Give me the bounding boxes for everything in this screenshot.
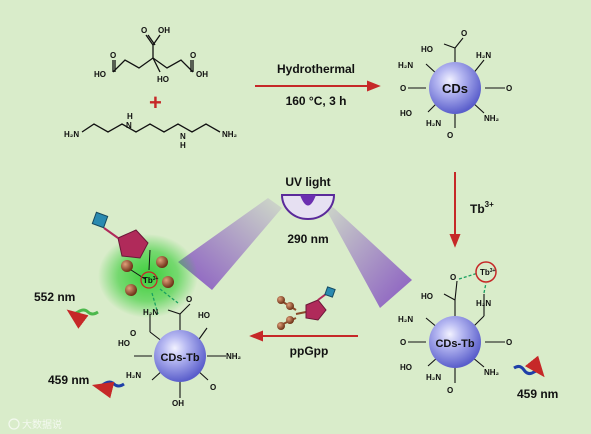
temperature-time-label: 160 °C, 3 h <box>286 94 347 108</box>
cdstb-r-h2n-bottom: H₂N <box>426 373 441 382</box>
plus-sign: + <box>149 90 162 115</box>
uv-beam-left <box>178 198 282 290</box>
cds-o-4: O <box>447 131 453 140</box>
uv-lamp <box>178 194 412 308</box>
watermark: 大数据说 <box>8 418 62 431</box>
citric-oh-top: OH <box>158 26 170 35</box>
tb-reagent-label: Tb3+ <box>470 200 494 216</box>
cdstb-l-ho-top: HO <box>198 311 210 320</box>
uv-wavelength-label: 290 nm <box>287 232 328 246</box>
cds-nh2: NH₂ <box>484 114 500 123</box>
cdstb-r-h2n-left: H₂N <box>398 315 413 324</box>
emission-left-459: 459 nm <box>48 373 89 387</box>
cdstb-r-o-top: O <box>450 273 456 282</box>
cds-tb-particle-right: Tb3+ CDs-Tb <box>408 261 505 383</box>
citric-o-right: O <box>190 51 196 60</box>
amine-h-1: H <box>127 112 133 121</box>
watermark-text: 大数据说 <box>22 418 62 431</box>
cdstb-l-ho-left: HO <box>118 339 130 348</box>
amine-nh2: NH₂ <box>222 130 238 139</box>
polyamine-structure <box>81 123 221 133</box>
amine-n-1: N <box>126 121 132 130</box>
ppgpp-molecule-icon <box>277 286 336 330</box>
uv-light-label: UV light <box>285 175 330 189</box>
cdstb-r-o-bottom: O <box>447 386 453 395</box>
cds-ho-1: HO <box>421 45 433 54</box>
tb-ion-label-right: Tb3+ <box>480 268 496 277</box>
ppgpp-label: ppGpp <box>290 344 329 358</box>
uv-beam-right <box>322 202 412 308</box>
tb-ion-label-left: Tb3+ <box>143 276 159 285</box>
emission-arrow-green <box>66 308 99 329</box>
cdstb-l-h2n-top: H₂N <box>143 308 158 317</box>
cdstb-r-ho-left: HO <box>400 363 412 372</box>
cds-tb-label-left: CDs-Tb <box>160 352 199 364</box>
emission-left-552: 552 nm <box>34 290 75 304</box>
cds-h2n-2: H₂N <box>398 61 413 70</box>
cds-o-2: O <box>506 84 512 93</box>
cdstb-r-nh2: NH₂ <box>484 368 500 377</box>
cdstb-r-ho: HO <box>421 292 433 301</box>
cdstb-l-o-top: O <box>186 295 192 304</box>
cds-h2n-1: H₂N <box>476 51 491 60</box>
cdstb-l-h2n-left: H₂N <box>126 371 141 380</box>
cds-o-1: O <box>461 29 467 38</box>
cds-label: CDs <box>442 81 468 96</box>
cdstb-l-o-bottomright: O <box>210 383 216 392</box>
citric-ho-center: HO <box>157 75 169 84</box>
amine-h2n: H₂N <box>64 130 79 139</box>
cds-ho-2: HO <box>400 109 412 118</box>
cdstb-r-o-right: O <box>506 338 512 347</box>
cds-particle: CDs <box>408 37 505 128</box>
hydrothermal-label: Hydrothermal <box>277 62 355 76</box>
citric-ho-left: HO <box>94 70 106 79</box>
cdstb-l-oh-bottom: OH <box>172 399 184 408</box>
cdstb-r-o-left: O <box>400 338 406 347</box>
cds-tb-label-right: CDs-Tb <box>435 338 474 350</box>
cdstb-r-h2n: H₂N <box>476 299 491 308</box>
amine-h-2: H <box>180 141 186 150</box>
cds-o-3: O <box>400 84 406 93</box>
cds-h2n-3: H₂N <box>426 119 441 128</box>
citric-o-top-left: O <box>141 26 147 35</box>
cds-tb-particle-left: Tb3+ CDs-Tb <box>91 211 226 398</box>
emission-arrow-right-blue <box>513 355 545 378</box>
amine-n-2: N <box>180 132 186 141</box>
cdstb-l-nh2: NH₂ <box>226 352 242 361</box>
emission-arrow-left-blue <box>91 380 125 399</box>
emission-right-459: 459 nm <box>517 387 558 401</box>
cdstb-l-o-left: O <box>130 329 136 338</box>
citric-o-left: O <box>110 51 116 60</box>
citric-acid-structure <box>112 34 194 73</box>
citric-oh-right: OH <box>196 70 208 79</box>
